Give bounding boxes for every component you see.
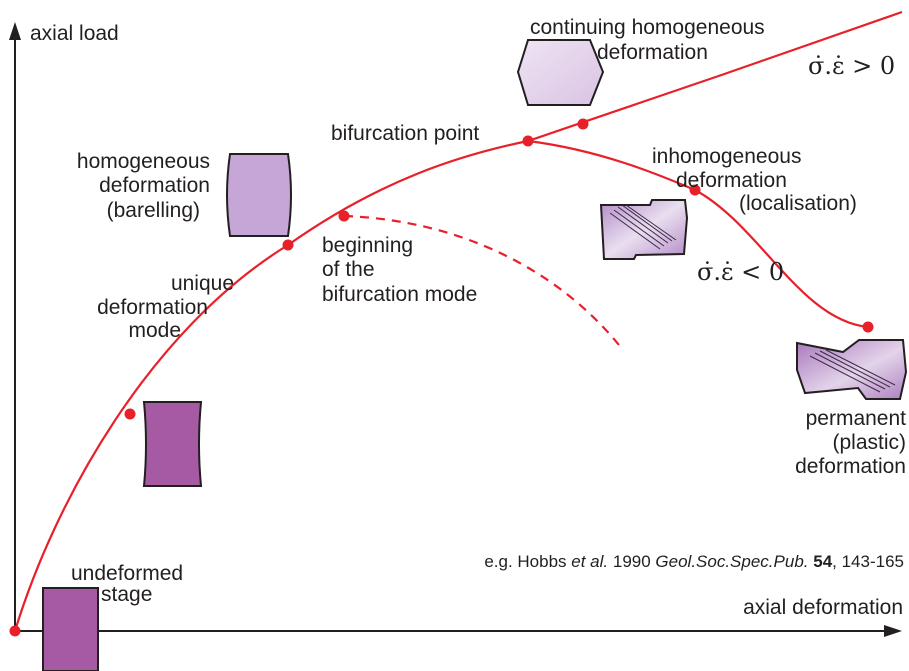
specimen-homogeneous bbox=[226, 153, 292, 237]
label-homogeneous-line2: deformation bbox=[99, 174, 210, 197]
specimen-permanent bbox=[796, 339, 908, 400]
label-sigma-negative: σ̇.ε̇ < 0 bbox=[697, 258, 784, 286]
specimen-unique bbox=[142, 401, 203, 487]
label-unique-line1: unique bbox=[171, 272, 234, 295]
label-continuing-line1: continuing homogeneous bbox=[530, 16, 765, 39]
label-homogeneous-line1: homogeneous bbox=[77, 150, 210, 173]
label-beginning-line3: bifurcation mode bbox=[322, 283, 477, 306]
specimen-continuing bbox=[516, 39, 605, 106]
load-curve bbox=[13, 10, 903, 632]
point-unique bbox=[124, 408, 136, 420]
point-homogeneous bbox=[282, 239, 294, 251]
label-inhomogeneous-line2: deformation bbox=[676, 169, 787, 192]
curve-points bbox=[9, 118, 874, 637]
point-inhomogeneous bbox=[689, 184, 701, 196]
specimen-inhomogeneous bbox=[599, 199, 689, 260]
x-axis-arrow-icon bbox=[884, 625, 902, 637]
label-undeformed-line1: undeformed bbox=[71, 562, 183, 585]
label-bifurcation-point: bifurcation point bbox=[331, 122, 479, 145]
point-origin bbox=[9, 625, 21, 637]
label-beginning-line2: of the bbox=[322, 258, 375, 281]
label-inhomogeneous-line1: inhomogeneous bbox=[652, 145, 801, 168]
label-unique-line3: mode bbox=[128, 319, 181, 342]
label-permanent-line3: deformation bbox=[795, 455, 906, 478]
label-homogeneous-line3: (barelling) bbox=[107, 199, 200, 222]
label-undeformed-line2: stage bbox=[101, 583, 152, 606]
specimen-undeformed bbox=[42, 587, 99, 671]
point-continuing bbox=[577, 118, 589, 130]
y-axis-label: axial load bbox=[30, 22, 119, 45]
label-sigma-positive: σ̇.ε̇ > 0 bbox=[808, 52, 895, 80]
label-inhomogeneous-line3: (localisation) bbox=[739, 192, 857, 215]
point-beginning bbox=[338, 210, 350, 222]
label-unique-line2: deformation bbox=[97, 296, 208, 319]
label-permanent-line2: (plastic) bbox=[832, 431, 906, 454]
citation: e.g. Hobbs et al. 1990 Geol.Soc.Spec.Pub… bbox=[484, 552, 904, 571]
label-continuing-line2: deformation bbox=[597, 41, 708, 64]
x-axis bbox=[15, 625, 902, 637]
y-axis bbox=[9, 22, 21, 634]
x-axis-label: axial deformation bbox=[743, 596, 903, 619]
y-axis-arrow-icon bbox=[9, 22, 21, 40]
label-beginning-line1: beginning bbox=[322, 234, 413, 257]
bifurcation-mode-curve bbox=[343, 214, 624, 351]
point-permanent bbox=[862, 321, 874, 333]
point-bifurcation bbox=[522, 135, 534, 147]
label-permanent-line1: permanent bbox=[806, 407, 907, 430]
